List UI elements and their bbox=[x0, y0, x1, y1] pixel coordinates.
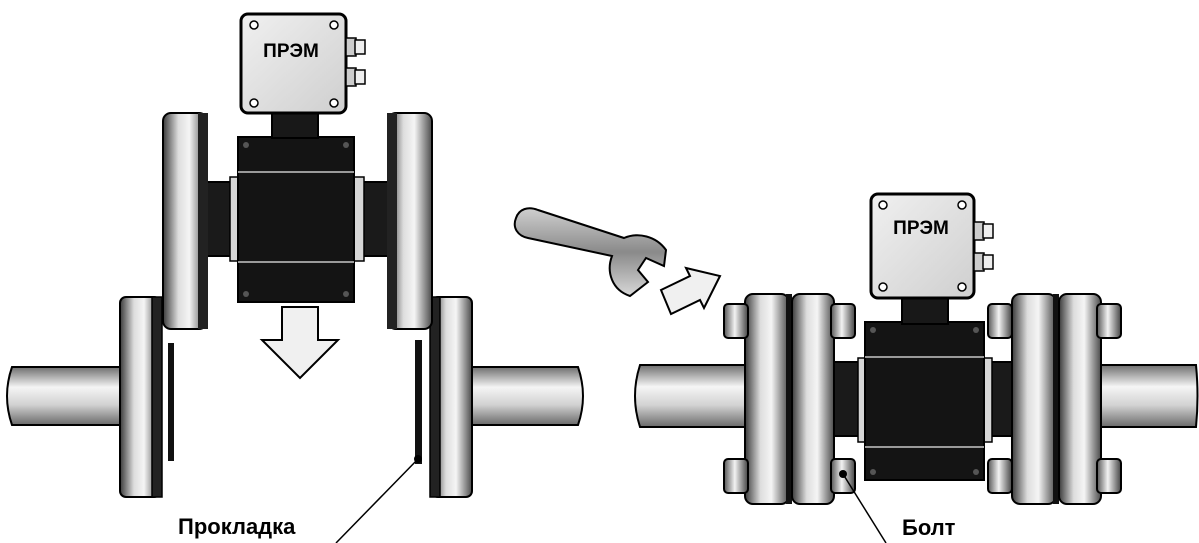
bolt-nut bbox=[987, 458, 1013, 494]
cable-glands-right bbox=[973, 221, 994, 272]
wrench-icon bbox=[513, 207, 668, 298]
flowmeter-lifted: ПРЭМ bbox=[162, 12, 433, 330]
tighten-arrow bbox=[659, 266, 722, 316]
terminal-box-left bbox=[239, 12, 348, 115]
right-scene: ПРЭМ Болт bbox=[513, 192, 1199, 543]
flange-pair-left bbox=[744, 293, 835, 505]
left-scene: ПРЭМ Прокладка bbox=[6, 12, 584, 543]
left-gasket bbox=[168, 343, 174, 461]
right-scene-pipe-left bbox=[634, 364, 751, 428]
insert-down-arrow bbox=[259, 306, 341, 380]
meter-body-installed bbox=[864, 321, 985, 481]
gasket-callout-line bbox=[335, 458, 419, 543]
bolt-head bbox=[723, 458, 749, 494]
bolt-head bbox=[1096, 303, 1122, 339]
flange-pair-right bbox=[1011, 293, 1102, 505]
right-scene-pipe-right bbox=[1089, 364, 1199, 428]
right-pipe-segment bbox=[414, 296, 584, 498]
bolt-head bbox=[1096, 458, 1122, 494]
bolt-callout-line bbox=[842, 473, 887, 543]
cable-glands-left bbox=[345, 37, 366, 87]
meter-body bbox=[237, 136, 355, 303]
device-label-right: ПРЭМ bbox=[893, 218, 949, 239]
right-gasket bbox=[415, 340, 422, 464]
left-pipe-segment bbox=[6, 296, 174, 498]
bolt-nut bbox=[830, 303, 856, 339]
flowmeter-installed: ПРЭМ bbox=[864, 192, 994, 481]
gasket-label: Прокладка bbox=[178, 514, 296, 539]
terminal-box-right bbox=[869, 192, 976, 300]
device-label-left: ПРЭМ bbox=[263, 41, 319, 62]
bolt-nut bbox=[987, 303, 1013, 339]
bolt-head bbox=[723, 303, 749, 339]
bolt-label: Болт bbox=[902, 515, 956, 540]
bolts bbox=[723, 303, 1122, 494]
